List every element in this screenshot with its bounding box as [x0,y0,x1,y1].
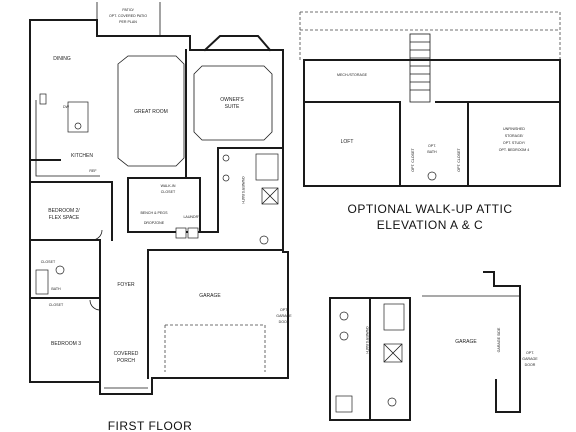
attic-title-line2: ELEVATION A & C [377,218,483,232]
patio-label-3: PER PLAN [119,20,137,24]
unfinished-label-2: STORAGE/ [505,134,524,138]
bedroom2-label-1: BEDROOM 2/ [48,208,80,214]
owners-tub [255,153,279,181]
dropzone-label: DROPZONE [144,221,165,225]
bath-toilet [55,265,65,275]
great-room-ceiling [117,55,185,167]
ref-label: REF [89,169,97,173]
inset-owners-bath-label: OWNER'S BATH [365,326,369,354]
bath-tub [35,269,49,295]
first-floor-outer-wall [29,19,289,395]
walkin-label-1: WALK-IN [161,184,176,188]
unfinished-label-1: UNFINISHED [503,127,525,131]
door-swing-bed3 [89,299,101,311]
owners-sink-1 [222,154,230,162]
opt-garage-door-label-1: OPT. [280,308,288,312]
bench-pegs-label: BENCH & PEGS [141,211,169,215]
bedroom3-label: BEDROOM 3 [51,341,81,347]
attic-roofline [299,11,561,60]
opt-bath-label-1: OPT. [428,144,436,148]
patio-label-1: PATIO/ [122,8,133,12]
loft-label: LOFT [341,139,354,145]
porch-steps [102,387,150,395]
covered-porch-label-1: COVERED [114,351,139,357]
attic-toilet [427,171,437,181]
bedroom2-label-2: FLEX SPACE [49,215,80,221]
dryer [187,227,199,239]
owners-suite-label-1: OWNER'S [220,97,244,103]
covered-porch-label-2: PORCH [117,358,135,364]
washer [175,227,187,239]
inset-garage-label: GARAGE [455,339,477,345]
inset-opt-label-3: DOOR [525,363,536,367]
bath-label: BATH [51,287,61,291]
owners-toilet [259,235,269,245]
owners-suite-label-2: SUITE [225,104,240,110]
unfinished-label-4: OPT. BEDROOM 4 [499,148,530,152]
opt-garage-door-label-2: GARAGE [276,314,292,318]
great-room-label: GREAT ROOM [134,109,168,115]
inset-opt-label-2: GARAGE [522,357,538,361]
unfinished-label-3: OPT. STUDY/ [503,141,525,145]
opt-closet-a-label: OPT. CLOSET [411,148,415,172]
closet-b-label: CLOSET [49,303,64,307]
kitchen-label: KITCHEN [71,153,93,159]
attic-outer-wall [303,59,561,187]
door-swing-bed2 [91,229,103,241]
walkin-label-2: CLOSET [161,190,176,194]
garage-label: GARAGE [199,293,221,299]
inset-garage: GARAGE GARAGE SIDE OPT. GARAGE DOOR [422,271,538,413]
inset-owners-bath: OWNER'S BATH [329,297,411,421]
attic-title-line1: OPTIONAL WALK-UP ATTIC [347,202,512,216]
interior-walls [29,49,284,383]
dw-label: DW [63,105,70,109]
opt-closet-b-label: OPT. CLOSET [457,148,461,172]
attic-plan: MECH./STORAGE LOFT OPT. CLOSET OPT. BATH… [299,11,561,232]
garage-door-line [164,324,266,372]
patio-label-2: OPT. COVERED PATIO [109,14,147,18]
dining-label: DINING [53,56,71,62]
owners-sink-2 [222,174,230,182]
first-floor-plan: PATIO/ OPT. COVERED PATIO PER PLAN DININ… [29,2,292,432]
owners-bath-label: OWNER'S BATH [241,176,245,204]
closet-a-label: CLOSET [41,260,56,264]
inset-opt-label-1: OPT. [526,351,534,355]
owners-suite-ceiling [193,65,273,141]
laundry-label: LAUNDRY [183,215,201,219]
opt-bath-label-2: BATH [427,150,437,154]
patio-outline [96,2,161,36]
mech-storage-label: MECH./STORAGE [337,73,368,77]
kitchen-island [67,101,89,133]
first-floor-title: FIRST FLOOR [108,419,193,432]
fireplace-box [39,93,47,105]
kitchen-counter [35,100,100,177]
attic-stairs [409,33,431,103]
owners-suite-bay [203,35,272,52]
opt-garage-door-label-3: DOOR [279,320,290,324]
inset-garage-side-label: GARAGE SIDE [497,327,501,352]
foyer-label: FOYER [117,282,135,288]
attic-interior-wall [303,101,561,187]
